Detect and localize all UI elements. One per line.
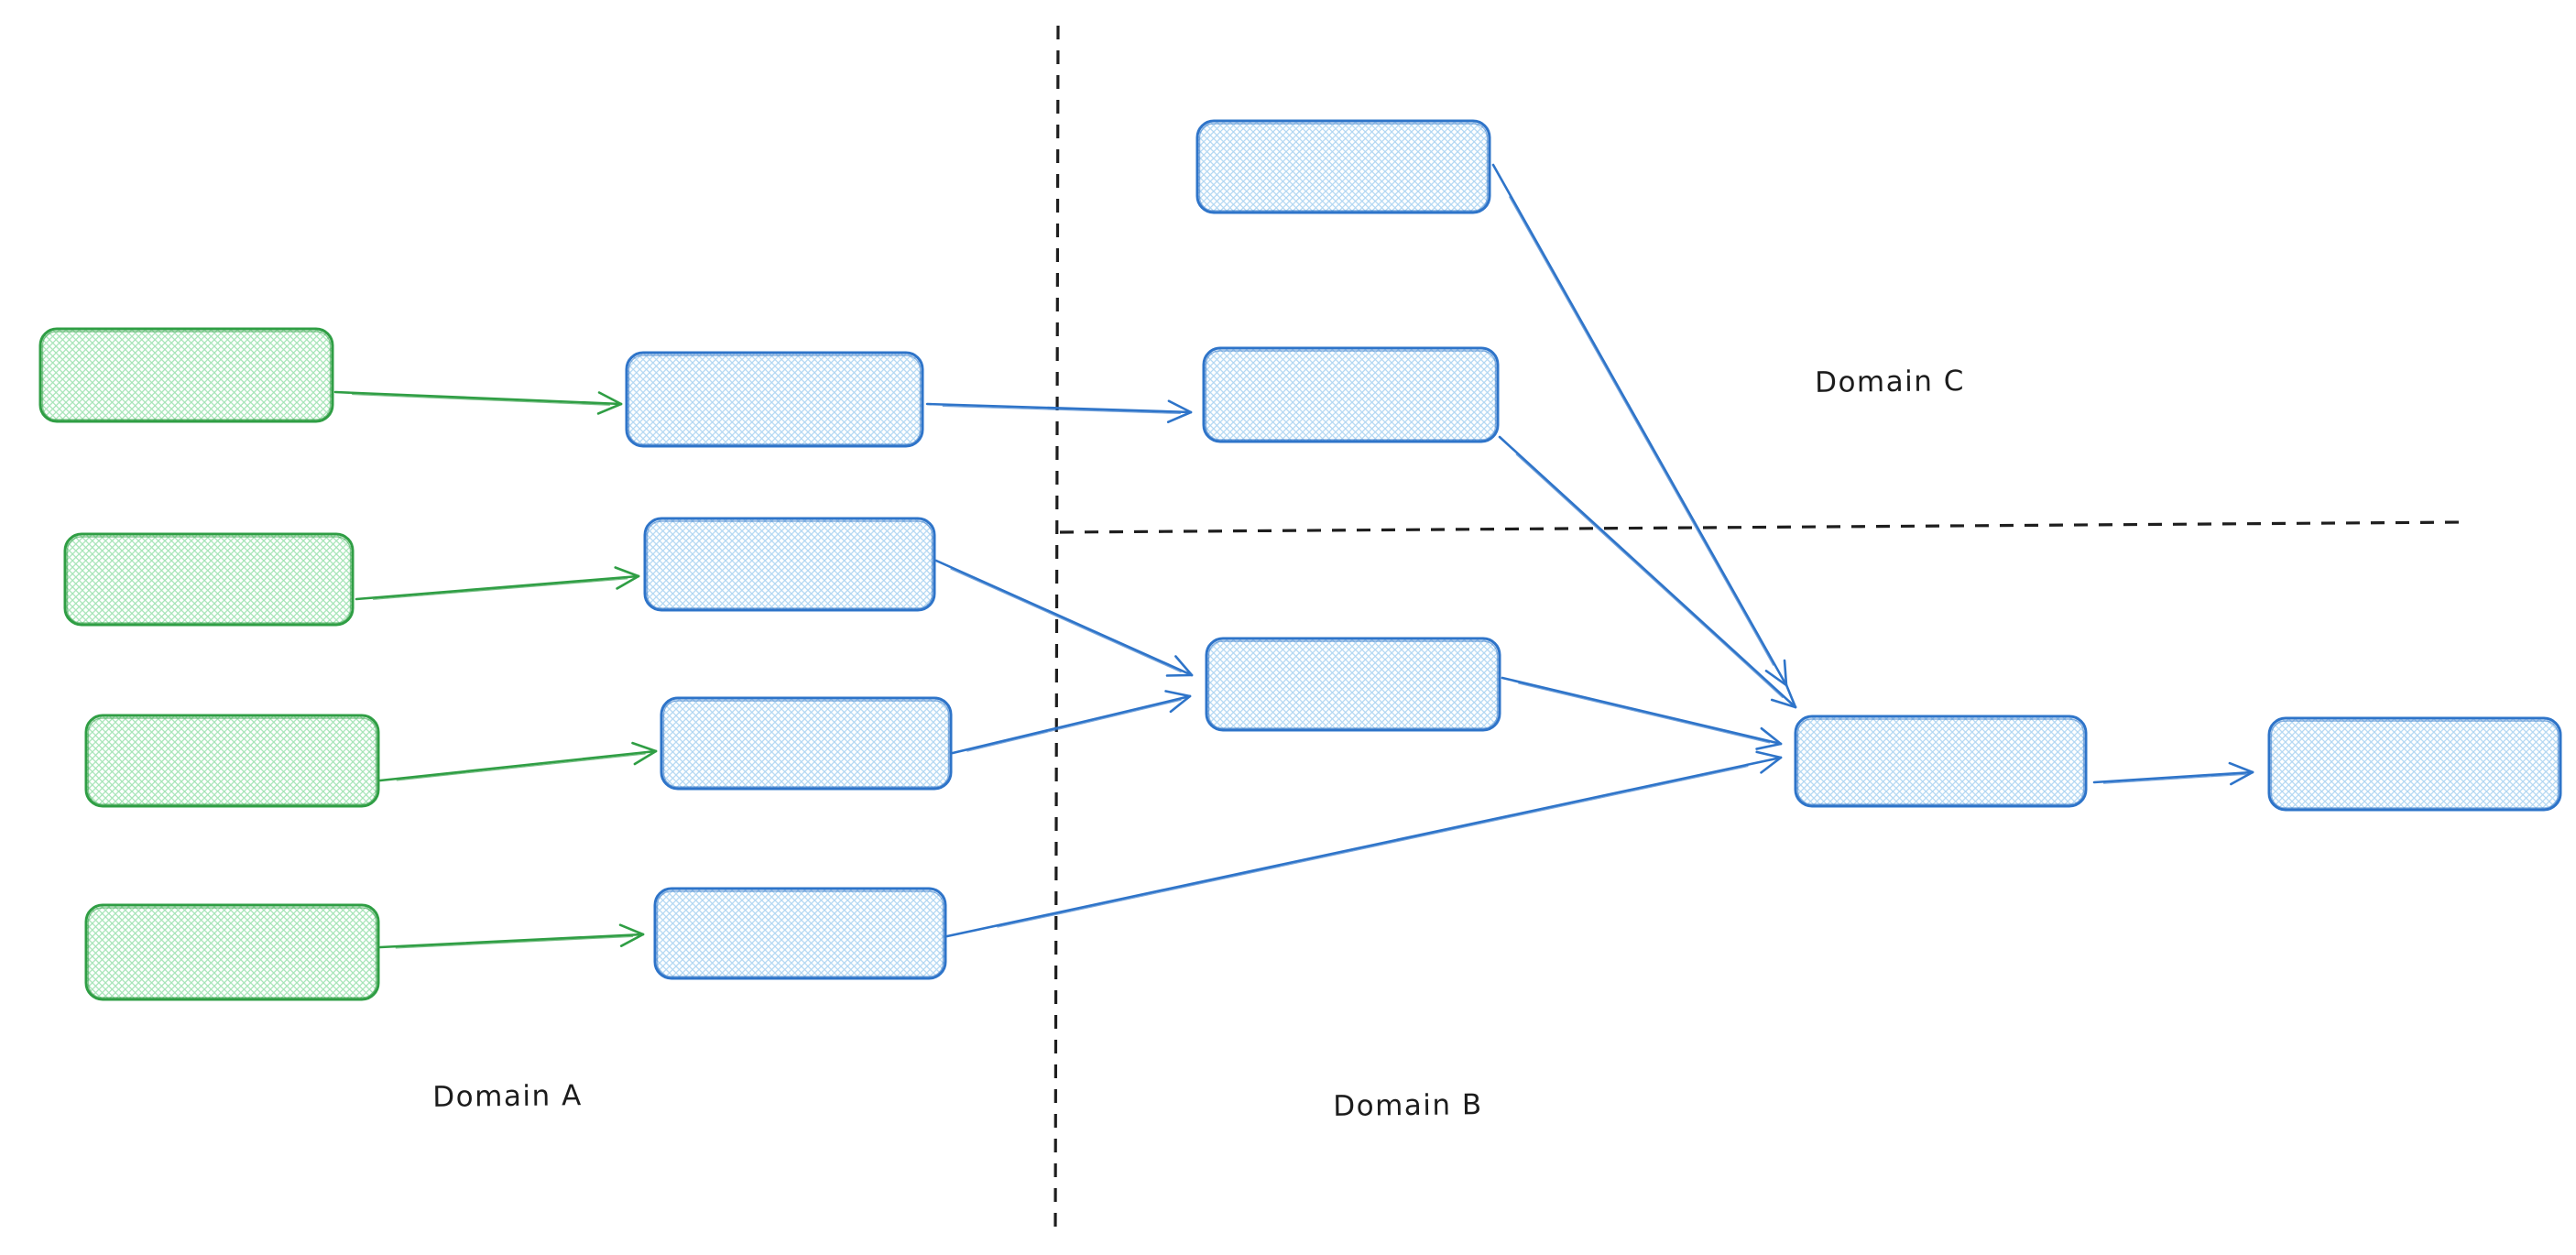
node-green-2 <box>63 532 355 627</box>
edge-a2-b3 <box>934 559 1194 677</box>
edge-green2-a2 <box>355 566 640 601</box>
edge-b1-c1 <box>1491 163 1788 687</box>
edge-a1-b2 <box>925 399 1193 424</box>
edge-green1-a1 <box>333 390 623 415</box>
node-green-3 <box>84 714 380 808</box>
domain-c-label: Domain C <box>1814 365 1966 399</box>
node-blue-c2 <box>2267 716 2562 812</box>
node-blue-a1 <box>625 351 924 448</box>
divider-horizontal <box>1059 520 2466 534</box>
node-blue-c1 <box>1794 715 2088 808</box>
node-green-1 <box>38 327 334 423</box>
node-blue-a2 <box>643 517 936 612</box>
node-blue-b1 <box>1195 119 1491 214</box>
node-green-4 <box>84 903 380 1001</box>
edge-b2-c1 <box>1498 435 1797 709</box>
node-blue-b3 <box>1205 637 1501 732</box>
edge-green4-a4 <box>378 923 645 949</box>
edge-green3-a3 <box>378 741 658 782</box>
domain-b-label: Domain B <box>1333 1088 1483 1123</box>
node-blue-a4 <box>653 887 947 980</box>
edge-a3-b3 <box>951 690 1192 755</box>
edge-c1-c2 <box>2092 761 2254 786</box>
edge-a4-c1 <box>945 750 1783 938</box>
divider-vertical <box>1053 25 1060 1235</box>
edge-b3-c1 <box>1501 676 1783 750</box>
node-blue-b2 <box>1202 346 1500 443</box>
node-blue-a3 <box>660 696 953 791</box>
domain-a-label: Domain A <box>432 1079 583 1114</box>
